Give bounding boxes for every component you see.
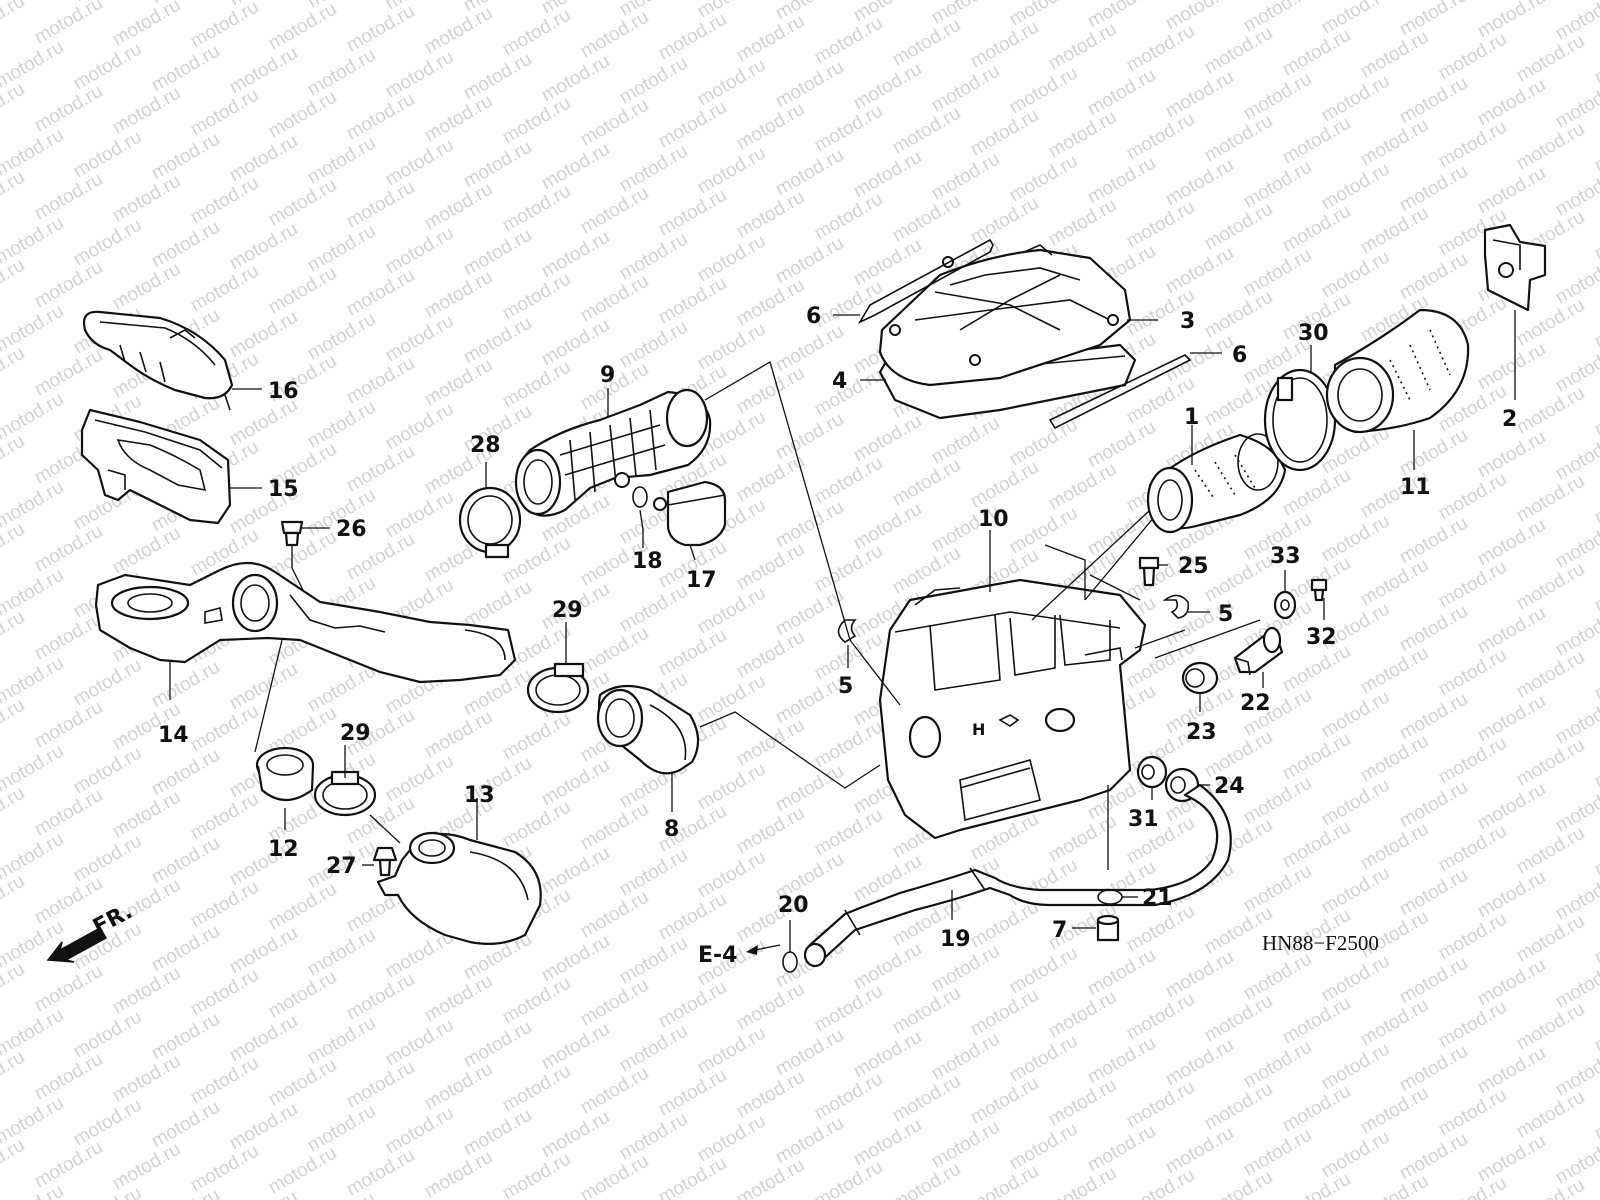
part-label-21: 21 bbox=[1142, 886, 1173, 911]
part-label-4: 4 bbox=[832, 369, 847, 394]
part-label-29-lower: 29 bbox=[340, 721, 371, 746]
part-label-20: 20 bbox=[778, 893, 809, 918]
part-label-13: 13 bbox=[464, 783, 495, 808]
part-label-8: 8 bbox=[664, 817, 679, 842]
part-25-screw bbox=[1138, 556, 1160, 587]
part-28-clamp bbox=[458, 486, 522, 559]
part-27-screw bbox=[372, 846, 398, 877]
part-33-washer bbox=[1273, 590, 1297, 620]
part-5-right-clip bbox=[1162, 594, 1190, 619]
part-label-25: 25 bbox=[1178, 554, 1209, 579]
part-label-5-right: 5 bbox=[1218, 602, 1233, 627]
part-label-30: 30 bbox=[1298, 321, 1329, 346]
part-label-16: 16 bbox=[268, 379, 299, 404]
part-11-outer-filter bbox=[1325, 308, 1470, 434]
part-32-screw bbox=[1310, 578, 1328, 602]
part-label-18: 18 bbox=[632, 549, 663, 574]
part-29-lower-clamp bbox=[313, 770, 377, 817]
part-6-lower-wire-clip bbox=[1048, 352, 1222, 430]
part-label-23: 23 bbox=[1186, 720, 1217, 745]
part-label-33: 33 bbox=[1270, 544, 1301, 569]
part-number-labels: 1 2 3 4 5 5 6 6 7 8 9 10 11 12 13 14 15 … bbox=[158, 304, 1517, 952]
part-label-17: 17 bbox=[686, 568, 717, 593]
part-15-duct-housing bbox=[80, 408, 232, 525]
part-9-air-boot bbox=[514, 388, 712, 517]
part-label-6-lower: 6 bbox=[1232, 343, 1247, 368]
part-label-1: 1 bbox=[1184, 405, 1199, 430]
part-label-5-left: 5 bbox=[838, 674, 853, 699]
part-label-28: 28 bbox=[470, 433, 501, 458]
callout-leaders bbox=[169, 310, 1516, 929]
part-label-26: 26 bbox=[336, 517, 367, 542]
part-8-joint-boot bbox=[596, 684, 700, 775]
reference-label: E-4 bbox=[698, 943, 737, 968]
reference-arrow-icon bbox=[746, 944, 781, 955]
part-label-12: 12 bbox=[268, 837, 299, 862]
part-26-screw bbox=[280, 520, 304, 591]
part-label-9: 9 bbox=[600, 363, 615, 388]
part-label-11: 11 bbox=[1400, 475, 1431, 500]
part-label-27: 27 bbox=[326, 854, 357, 879]
part-label-19: 19 bbox=[940, 927, 971, 952]
part-label-29-upper: 29 bbox=[552, 598, 583, 623]
part-17-cap bbox=[653, 480, 727, 561]
part-10-cleaner-case: H bbox=[878, 578, 1147, 840]
part-label-22: 22 bbox=[1240, 691, 1271, 716]
part-23-grommet bbox=[1181, 661, 1219, 695]
part-label-6-upper: 6 bbox=[806, 304, 821, 329]
part-label-15: 15 bbox=[268, 477, 299, 502]
front-direction-arrow-icon bbox=[46, 926, 108, 963]
part-16-duct-cover bbox=[82, 310, 234, 411]
svg-text:H: H bbox=[972, 720, 985, 739]
part-5-left-clip bbox=[837, 619, 857, 668]
part-label-14: 14 bbox=[158, 723, 189, 748]
part-30-clamp bbox=[1263, 368, 1337, 472]
part-29-upper-clamp bbox=[526, 662, 590, 714]
part-19-drain-tube bbox=[803, 783, 1232, 968]
part-12-rubber-joint bbox=[255, 746, 315, 802]
part-20-clamp bbox=[782, 920, 798, 973]
part-label-2: 2 bbox=[1502, 407, 1517, 432]
part-7-cap bbox=[1096, 914, 1120, 942]
part-6-upper-wire-clip bbox=[833, 238, 994, 324]
part-13-intake-funnel bbox=[376, 831, 542, 945]
part-14-intake-duct bbox=[94, 561, 517, 684]
part-22-drain-fitting bbox=[1233, 626, 1284, 676]
part-label-31: 31 bbox=[1128, 807, 1159, 832]
part-label-3: 3 bbox=[1180, 309, 1195, 334]
diagram-code: HN88−F2500 bbox=[1262, 931, 1379, 955]
part-label-7: 7 bbox=[1052, 918, 1067, 943]
part-label-32: 32 bbox=[1306, 625, 1337, 650]
part-1-filter-element bbox=[1146, 433, 1287, 534]
part-label-24: 24 bbox=[1214, 774, 1245, 799]
part-2-bracket bbox=[1483, 223, 1547, 312]
part-18-clip bbox=[632, 486, 648, 531]
part-31-grommet bbox=[1136, 755, 1168, 789]
part-label-10: 10 bbox=[978, 507, 1009, 532]
